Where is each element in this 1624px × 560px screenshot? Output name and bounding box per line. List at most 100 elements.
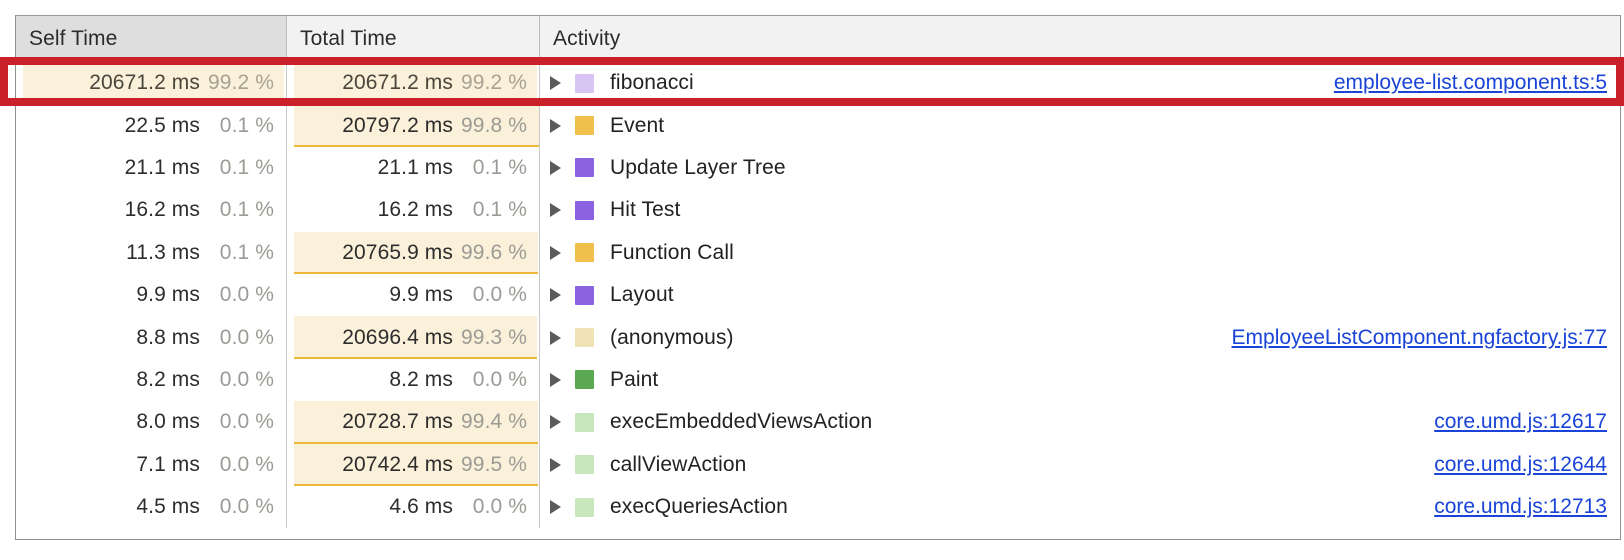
self-time-ms: 4.5 ms xyxy=(136,495,200,519)
row-column-divider-2 xyxy=(539,401,540,444)
total-time-percent: 0.0 % xyxy=(472,283,527,307)
total-time-percent: 0.0 % xyxy=(472,367,527,391)
column-header-activity[interactable]: Activity xyxy=(540,16,1620,61)
row-column-divider-1 xyxy=(286,273,287,317)
total-time-ms: 20765.9 ms xyxy=(342,240,453,264)
cell-self-time: 7.1 ms 0.0 % xyxy=(16,444,286,486)
activity-color-swatch xyxy=(575,73,594,93)
activity-name: Event xyxy=(610,113,665,137)
self-time-ms: 20671.2 ms xyxy=(89,71,200,95)
activity-name: (anonymous) xyxy=(610,325,734,349)
self-time-ms: 8.0 ms xyxy=(136,410,200,434)
disclosure-triangle-right-icon[interactable] xyxy=(550,288,561,303)
source-location-link[interactable]: employee-list.component.ts:5 xyxy=(1333,71,1607,95)
disclosure-triangle-right-icon[interactable] xyxy=(550,118,561,133)
self-time-percent: 0.0 % xyxy=(219,452,274,476)
self-time-ms: 7.1 ms xyxy=(136,452,200,476)
activity-color-swatch xyxy=(575,455,594,475)
column-header-total-time[interactable]: Total Time xyxy=(287,16,539,61)
column-header-self-time[interactable]: Self Time xyxy=(16,16,286,61)
cell-activity: execEmbeddedViewsAction core.umd.js:12617 xyxy=(540,401,1620,443)
column-resizer-2[interactable] xyxy=(539,16,540,61)
source-location-link[interactable]: core.umd.js:12644 xyxy=(1434,452,1607,476)
self-time-percent: 0.0 % xyxy=(219,367,274,391)
activity-color-swatch xyxy=(575,412,594,432)
disclosure-triangle-right-icon[interactable] xyxy=(550,160,561,175)
self-time-percent: 0.0 % xyxy=(219,410,274,434)
disclosure-triangle-right-icon[interactable] xyxy=(550,330,561,345)
total-time-bar xyxy=(294,62,538,105)
disclosure-triangle-right-icon[interactable] xyxy=(550,203,561,218)
self-time-percent: 0.1 % xyxy=(219,155,274,179)
total-time-ms: 20671.2 ms xyxy=(342,71,453,95)
row-column-divider-2 xyxy=(539,273,540,317)
total-time-percent: 99.6 % xyxy=(461,240,527,264)
activity-name: fibonacci xyxy=(610,71,694,95)
column-header-total-time-label: Total Time xyxy=(300,26,397,50)
total-time-ms: 9.9 ms xyxy=(389,283,453,307)
activity-name: Function Call xyxy=(610,240,734,264)
activity-color-swatch xyxy=(575,328,594,348)
total-time-percent: 99.3 % xyxy=(461,325,527,349)
cell-total-time: 8.2 ms 0.0 % xyxy=(287,359,539,401)
total-time-percent: 99.4 % xyxy=(461,410,527,434)
cell-activity: (anonymous) EmployeeListComponent.ngfacto… xyxy=(540,316,1620,358)
total-time-ms: 20797.2 ms xyxy=(342,113,453,137)
activity-name: execQueriesAction xyxy=(610,495,788,519)
source-location-link[interactable]: core.umd.js:12713 xyxy=(1434,495,1607,519)
total-time-percent: 0.1 % xyxy=(472,198,527,222)
total-time-percent: 99.8 % xyxy=(461,113,527,137)
total-time-bar xyxy=(294,316,538,359)
cell-activity: execQueriesAction core.umd.js:12713 xyxy=(540,486,1620,528)
disclosure-triangle-right-icon[interactable] xyxy=(550,372,561,387)
disclosure-triangle-right-icon[interactable] xyxy=(550,500,561,515)
source-location-link[interactable]: EmployeeListComponent.ngfactory.js:77 xyxy=(1231,325,1607,349)
activity-color-swatch xyxy=(575,497,594,517)
disclosure-triangle-right-icon[interactable] xyxy=(550,245,561,260)
cell-activity: Update Layer Tree xyxy=(540,147,1620,189)
activity-color-swatch xyxy=(575,370,594,390)
row-column-divider-1 xyxy=(286,401,287,444)
activity-name: Hit Test xyxy=(610,198,681,222)
row-column-divider-2 xyxy=(539,146,540,190)
disclosure-triangle-right-icon[interactable] xyxy=(550,76,561,91)
source-location-link[interactable]: core.umd.js:12617 xyxy=(1434,410,1607,434)
row-column-divider-2 xyxy=(539,62,540,105)
disclosure-triangle-right-icon[interactable] xyxy=(550,415,561,430)
row-column-divider-1 xyxy=(286,104,287,147)
activity-name: execEmbeddedViewsAction xyxy=(610,410,873,434)
column-resizer-1[interactable] xyxy=(286,16,287,61)
total-time-value-group: 9.9 ms 0.0 % xyxy=(389,283,539,307)
total-time-ms: 4.6 ms xyxy=(389,495,453,519)
total-time-ms: 8.2 ms xyxy=(389,367,453,391)
cell-total-time: 9.9 ms 0.0 % xyxy=(287,274,539,316)
row-column-divider-1 xyxy=(286,146,287,190)
column-header-self-time-label: Self Time xyxy=(29,26,118,50)
disclosure-triangle-right-icon[interactable] xyxy=(550,457,561,472)
